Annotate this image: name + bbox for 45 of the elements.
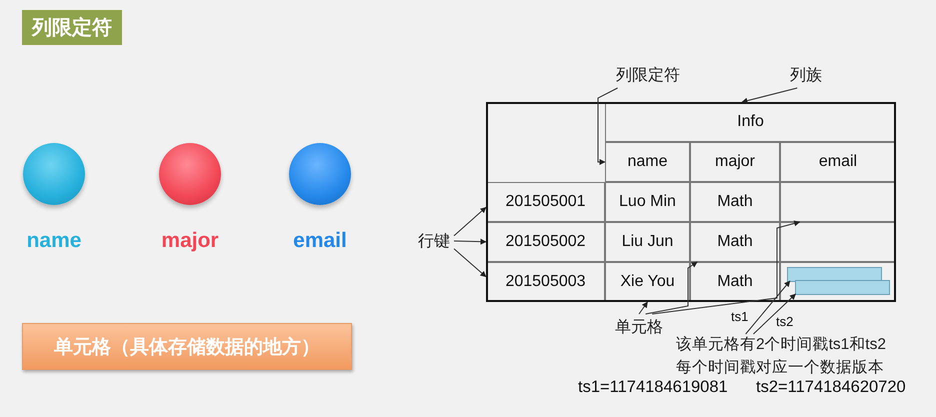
version-box	[795, 280, 890, 295]
annotation-text: 列限定符	[610, 62, 686, 88]
table-cell: 201505001	[486, 182, 605, 222]
title-banner: 列限定符	[22, 10, 122, 45]
table-cell: Info	[605, 102, 896, 142]
table-cell: 201505002	[486, 222, 605, 262]
arrow	[454, 206, 486, 236]
ball-marker	[289, 143, 351, 205]
table-cell: Luo Min	[605, 182, 690, 222]
table-cell: name	[605, 142, 690, 182]
timestamp-text: ts2=1174184620720	[756, 378, 906, 397]
banner: 单元格（具体存储数据的地方）	[22, 323, 352, 370]
annotation-text: 行键	[414, 228, 454, 254]
edge-label: ts2	[775, 315, 794, 329]
table-cell: Math	[690, 222, 780, 262]
arrow	[645, 262, 698, 314]
arrow	[454, 238, 486, 245]
table-cell	[780, 262, 896, 302]
annotation-text: 单元格	[606, 314, 672, 340]
arrow	[598, 88, 618, 165]
table-cell: Liu Jun	[605, 222, 690, 262]
arrow	[742, 88, 798, 104]
timestamp-text: ts1=1174184619081	[578, 378, 728, 397]
arrow	[454, 248, 486, 278]
ball-marker	[159, 143, 221, 205]
table-cell: Math	[690, 182, 780, 222]
annotation-text: 列族	[784, 62, 828, 88]
edge-label: ts1	[730, 310, 750, 324]
column-caption: major	[161, 229, 219, 253]
table-cell: email	[780, 142, 896, 182]
table-cell: major	[690, 142, 780, 182]
table-cell: Math	[690, 262, 780, 302]
table-cell: Xie You	[605, 262, 690, 302]
table-cell: 201505003	[486, 262, 605, 302]
arrow	[638, 302, 648, 314]
table-cell	[780, 182, 896, 222]
note-text: 每个时间戳对应一个数据版本	[676, 358, 885, 378]
arrow	[752, 294, 796, 334]
arrow	[652, 220, 800, 314]
arrow	[745, 280, 790, 334]
ball-marker	[23, 143, 85, 205]
column-caption: email	[293, 229, 347, 253]
column-caption: name	[26, 229, 82, 253]
note-text: 该单元格有2个时间戳ts1和ts2	[676, 335, 887, 355]
table-cell	[780, 222, 896, 262]
